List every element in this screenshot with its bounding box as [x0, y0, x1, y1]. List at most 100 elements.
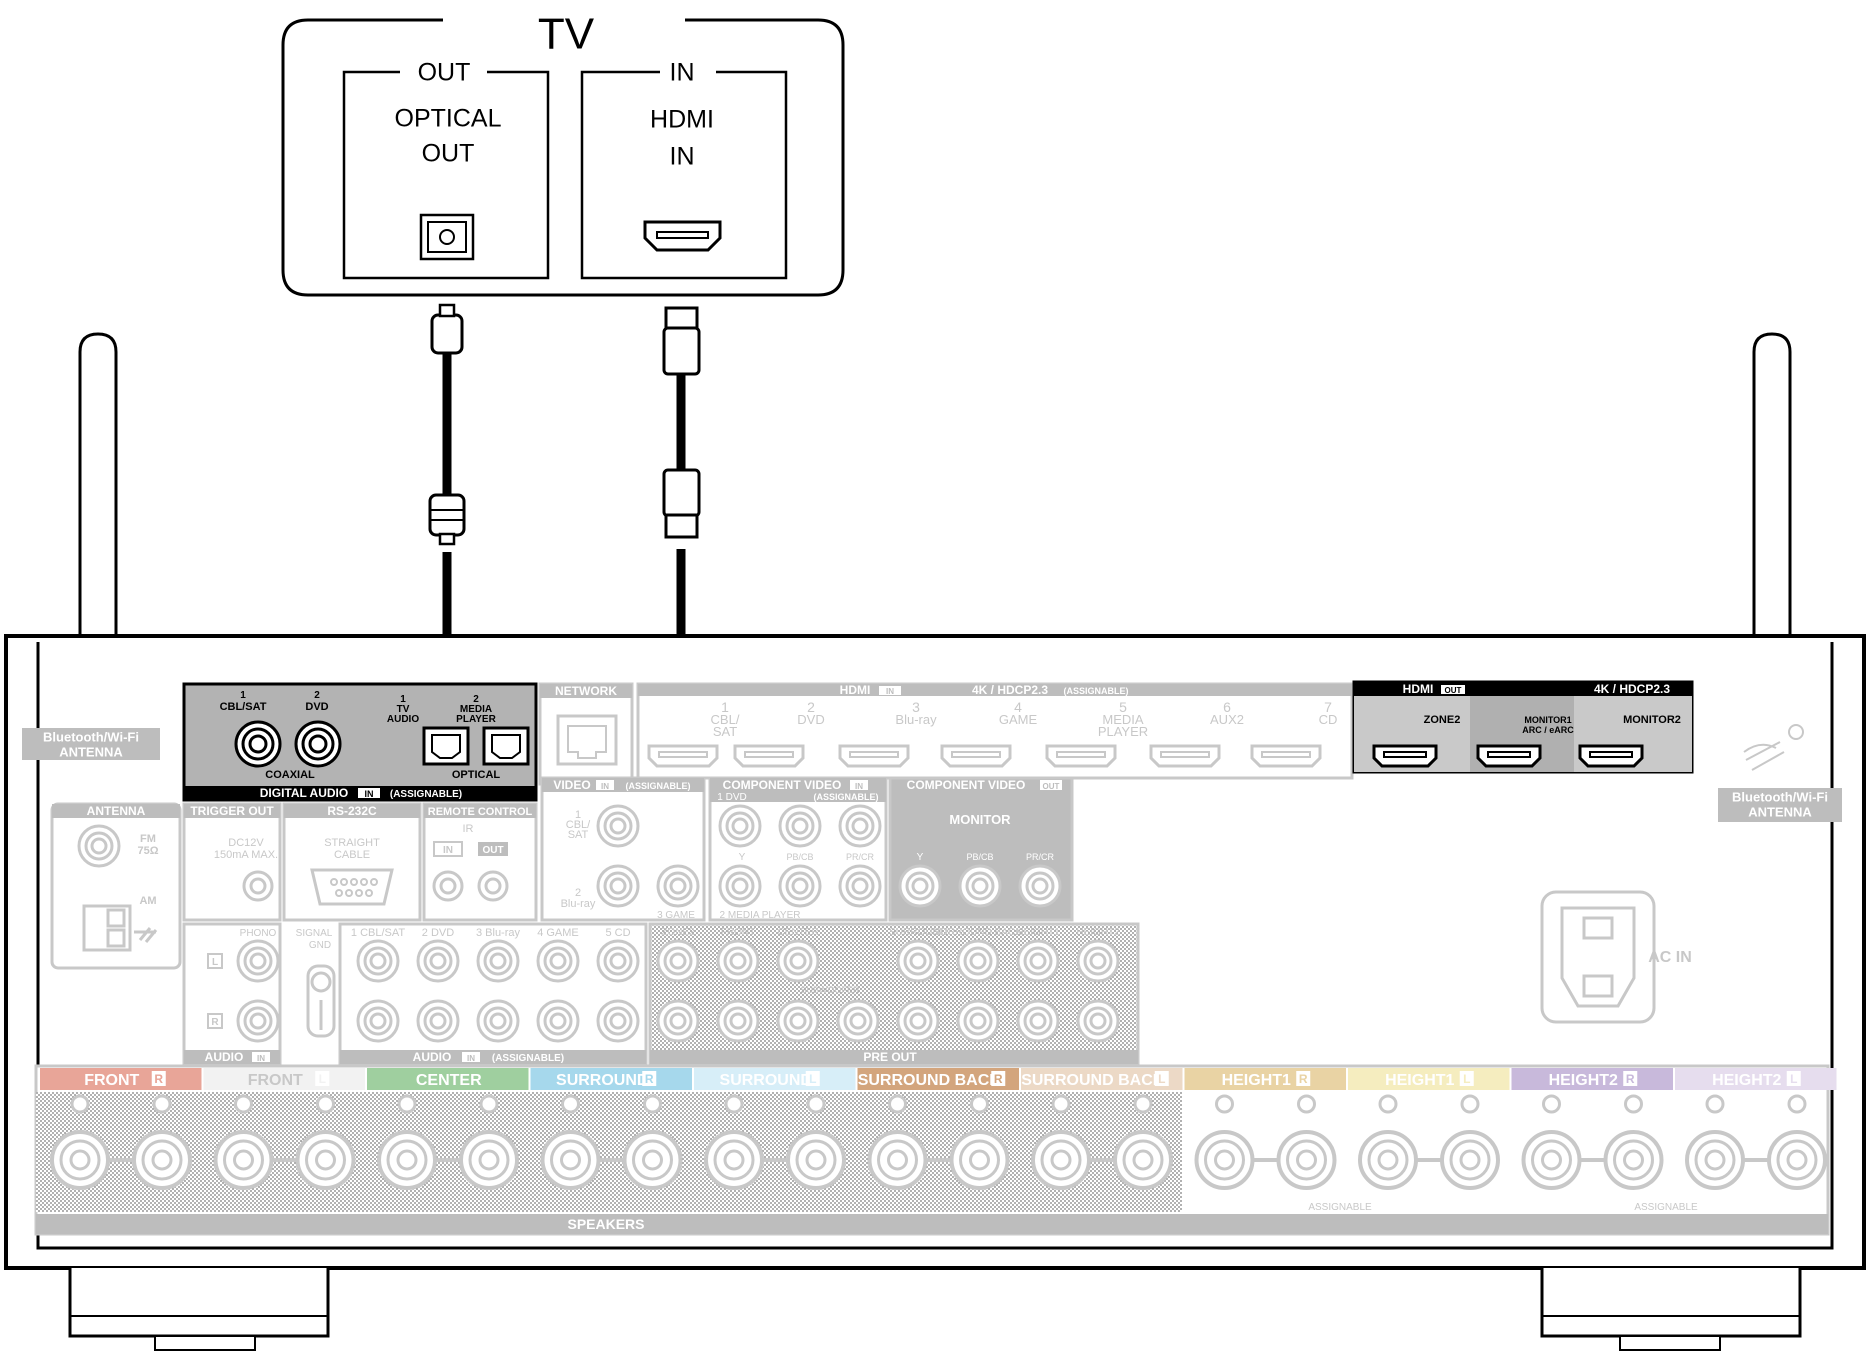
hdmi-in-3-port	[838, 744, 910, 768]
speaker-6-label: SURROUND BACK	[858, 1072, 1002, 1089]
trigger-out-block: TRIGGER OUT DC12V 150mA MAX.	[182, 802, 282, 922]
component-out-block: COMPONENT VIDEO OUT MONITOR Y PB/CB PR/C…	[888, 776, 1074, 922]
speakers-title: SPEAKERS	[567, 1216, 644, 1232]
speaker-4-side-badge	[642, 1071, 657, 1086]
speaker-5-side: L	[809, 1072, 816, 1086]
coax-2-num: 2	[314, 690, 320, 701]
network-block: NETWORK	[538, 682, 634, 786]
subwoofer-jack	[836, 999, 880, 1043]
ac-in-label: AC IN	[1648, 949, 1692, 966]
speaker-11-minus-icon	[1787, 1094, 1807, 1114]
optical-jack-tv-audio	[422, 726, 470, 766]
tv-title: TV	[538, 10, 595, 59]
audio-in-4-r-jack	[536, 999, 580, 1043]
tv-hdmi-in-label: HDMI	[650, 106, 714, 134]
remote-control-title: REMOTE CONTROL	[428, 806, 533, 818]
speaker-2-post-plus	[213, 1130, 274, 1190]
hdmi-out-monitor1-label: MONITOR1	[1524, 715, 1571, 725]
pre-out-4-jack-top	[896, 939, 940, 983]
tv-hdmi-in-port	[643, 220, 722, 252]
optical-jack-media-player	[482, 726, 530, 766]
audio-in-1-r-jack	[356, 999, 400, 1043]
speaker-1-plus-icon	[70, 1094, 90, 1114]
coax-1-num: 1	[240, 690, 246, 701]
hdmi-out-monitor1-port	[1476, 744, 1542, 768]
video-in-1-num: 1	[575, 809, 581, 821]
speaker-1-side: R	[154, 1072, 163, 1086]
speaker-6-side-badge	[991, 1071, 1006, 1086]
hdmi-in-5-label-2: PLAYER	[1098, 724, 1148, 739]
audio-in-1-label: 1 CBL/SAT	[351, 927, 405, 939]
component-out-pr-label: PR/CR	[1026, 852, 1055, 862]
speaker-6-post-minus	[949, 1130, 1010, 1190]
speaker-7-side: L	[1158, 1072, 1165, 1086]
digital-audio-title: DIGITAL AUDIO	[260, 786, 348, 800]
speaker-11-post-plus	[1685, 1130, 1745, 1190]
audio-in-5-r-jack	[596, 999, 640, 1043]
speaker-1-post-minus	[132, 1130, 192, 1190]
video-in-2-num: 2	[575, 887, 581, 899]
pre-out-2-jack-bottom	[716, 999, 760, 1043]
audio-in-2-l-jack	[416, 939, 460, 983]
speaker-11-label: HEIGHT2	[1712, 1072, 1781, 1089]
video-in-2-label: Blu-ray	[561, 898, 596, 910]
speaker-7-side-badge	[1154, 1071, 1169, 1086]
hdmi-out-badge: OUT	[1445, 686, 1462, 695]
video-in-1-label: CBL/	[566, 819, 591, 831]
rs232c-title: RS-232C	[327, 804, 377, 818]
remote-control-block: REMOTE CONTROL IR IN OUT	[422, 802, 538, 922]
hdmi-in-assignable: (ASSIGNABLE)	[1064, 686, 1129, 696]
audio-in-1-l-jack	[356, 939, 400, 983]
speaker-8-side-badge	[1296, 1071, 1311, 1086]
speaker-9-side-badge	[1459, 1071, 1474, 1086]
speaker-6-color-bar	[857, 1068, 1019, 1090]
speaker-2-minus-icon	[316, 1094, 335, 1114]
hdmi-in-1-label-2: SAT	[713, 724, 737, 739]
rs232c-note-1: STRAIGHT	[324, 837, 380, 849]
network-label: NETWORK	[555, 684, 617, 698]
pre-out-1-label: ZONE2	[661, 927, 695, 938]
speaker-5-minus-icon	[806, 1094, 826, 1114]
bt-antenna-right-label: Bluetooth/Wi-Fi	[1732, 789, 1828, 804]
speaker-2-label: FRONT	[248, 1072, 303, 1089]
pre-out-3-label: CENTER	[777, 927, 818, 938]
hdmi-in-1-num: 1	[721, 699, 729, 715]
hdmi-in-7-port	[1250, 744, 1322, 768]
video-in-3-label: 3 GAME	[657, 910, 695, 921]
speaker-2-plus-icon	[234, 1094, 253, 1114]
optical-2-label: MEDIA	[460, 704, 492, 715]
phono-block: PHONO L R AUDIO IN SIGNAL GND	[182, 922, 336, 1066]
speaker-5-side-badge	[805, 1071, 820, 1086]
speaker-8-post-plus	[1194, 1130, 1255, 1190]
coaxial-jack-2	[294, 720, 342, 768]
speaker-5-label: SURROUND	[720, 1072, 812, 1089]
component-out-title: COMPONENT VIDEO	[907, 778, 1026, 792]
speaker-5-post-plus	[704, 1130, 764, 1190]
component-in-badge: IN	[855, 782, 863, 791]
speaker-5-plus-icon	[724, 1094, 744, 1114]
hdmi-in-6-label: AUX2	[1210, 712, 1244, 727]
component-out-monitor-label: MONITOR	[949, 812, 1011, 827]
speaker-7-plus-icon	[1051, 1094, 1071, 1114]
speaker-4-post-minus	[622, 1130, 683, 1190]
tv-optical-out-label-2: OUT	[422, 140, 475, 168]
speaker-1-minus-icon	[152, 1094, 172, 1114]
hdmi-in-4-label: GAME	[999, 712, 1038, 727]
pre-out-5-label: SURROUND BACK	[934, 927, 1022, 938]
tv-out-group-frame	[342, 70, 550, 280]
speaker-6-plus-icon	[888, 1094, 907, 1114]
pre-out-3-jack-top	[776, 939, 820, 983]
speaker-9-post-plus	[1358, 1130, 1418, 1190]
speaker-8-post-minus	[1276, 1130, 1337, 1190]
video-in-title: VIDEO	[553, 778, 590, 792]
speaker-10-side: R	[1626, 1072, 1635, 1086]
speaker-9-label: HEIGHT1	[1385, 1072, 1454, 1089]
hdmi-in-block: HDMI IN 4K / HDCP2.3 (ASSIGNABLE) 1CBL/S…	[636, 682, 1354, 780]
audio-in-3-l-jack	[476, 939, 520, 983]
antenna-terminal-block: ANTENNA FM 75Ω AM	[50, 802, 182, 970]
signal-gnd-label-2: GND	[309, 940, 331, 951]
component-in-pr-label: PR/CR	[846, 852, 875, 862]
speaker-2-post-minus	[295, 1130, 356, 1190]
audio-in-2-r-jack	[416, 999, 460, 1043]
